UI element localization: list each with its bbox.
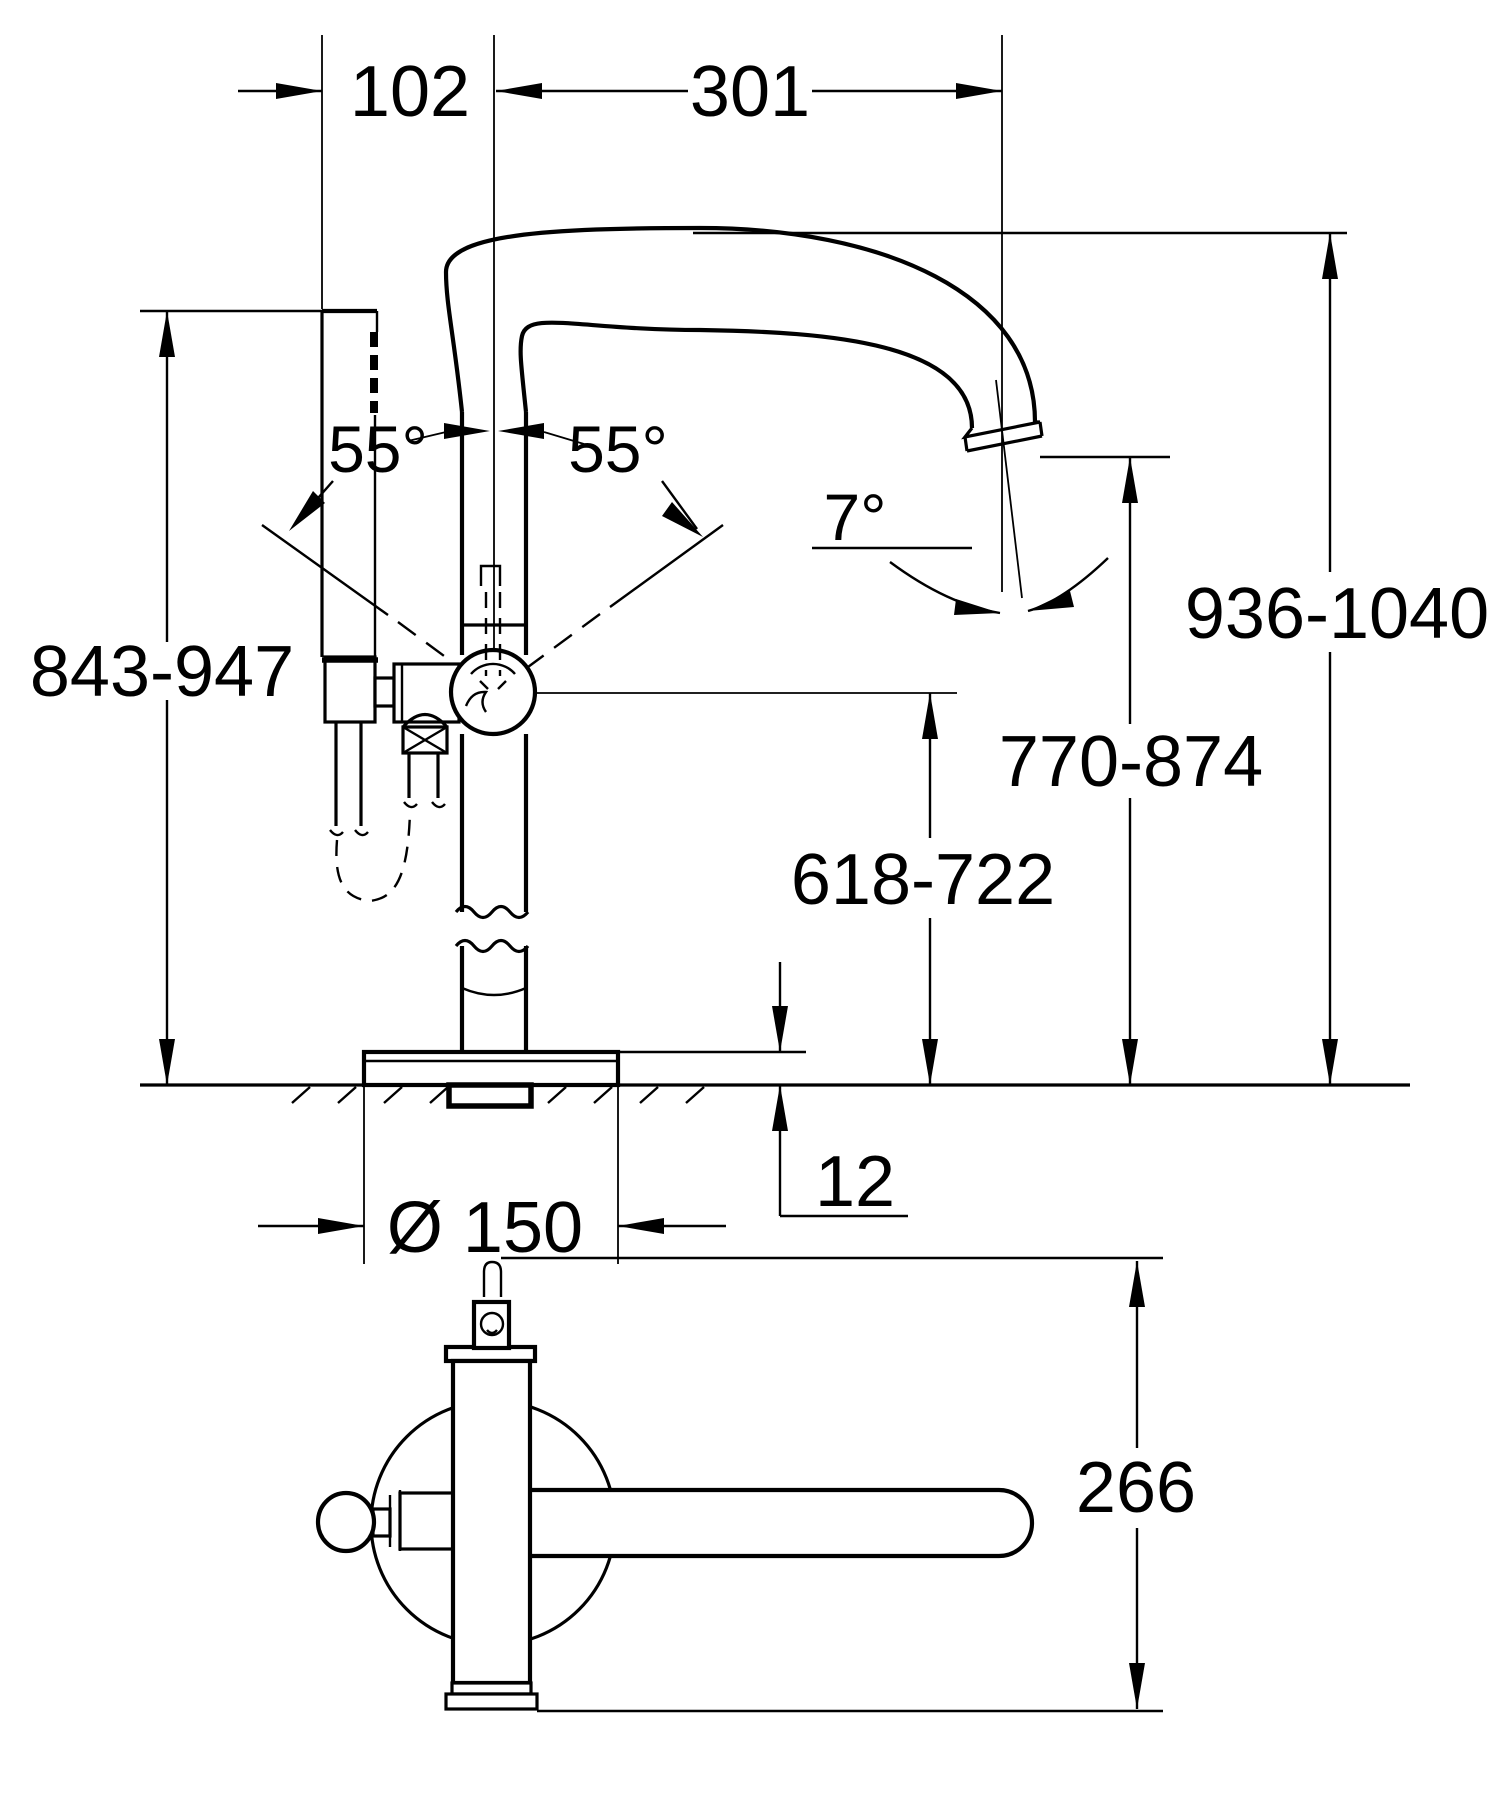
extension-lines xyxy=(140,35,1347,694)
arrowhead xyxy=(318,1218,364,1234)
arrowhead xyxy=(1122,1039,1138,1085)
dim-618-722-label: 618-722 xyxy=(791,840,1055,920)
dim-770-874-label: 770-874 xyxy=(999,722,1263,802)
angle-spout-label: 7° xyxy=(823,480,886,554)
arrowhead xyxy=(662,502,703,537)
body-column xyxy=(450,1358,533,1686)
lever-swing-right: 55° xyxy=(527,412,724,668)
arrowhead xyxy=(276,83,322,99)
arrowhead xyxy=(159,1039,175,1085)
arrowhead xyxy=(444,423,490,439)
dim-266: 266 xyxy=(501,1256,1196,1713)
arrowhead xyxy=(1129,1663,1145,1709)
dim-266-label: 266 xyxy=(1076,1448,1196,1528)
lever-swing-left: 55° xyxy=(261,412,460,668)
diverter-knob xyxy=(315,1490,377,1554)
arrowhead xyxy=(954,599,1000,615)
dim-301: 301 xyxy=(496,52,1002,132)
dim-843-947: 843-947 xyxy=(30,311,294,1085)
angle-indicator-center xyxy=(407,423,585,445)
swivel-column xyxy=(459,412,529,655)
arrowhead xyxy=(496,83,542,99)
dim-base-thickness: 12 xyxy=(618,962,908,1222)
ground-line xyxy=(140,1083,1410,1104)
dim-936-1040-label: 936-1040 xyxy=(1185,574,1489,654)
lever-handle xyxy=(455,1487,1035,1559)
dim-301-label: 301 xyxy=(690,52,810,132)
swivel-joint xyxy=(448,647,538,737)
dim-936-1040: 936-1040 xyxy=(1185,233,1489,1085)
dim-102-label: 102 xyxy=(350,52,470,132)
arrowhead xyxy=(956,83,1002,99)
base-plate xyxy=(361,1049,621,1109)
dim-843-947-label: 843-947 xyxy=(30,632,294,712)
dim-770-874: 770-874 xyxy=(999,457,1263,1085)
valve-body xyxy=(392,662,461,809)
angle-spout-annotation: 7° xyxy=(812,379,1109,615)
dim-base-diameter: Ø 150 xyxy=(258,1087,726,1268)
body-ring-1 xyxy=(450,1681,533,1696)
riser-pipe xyxy=(454,734,530,1052)
spout-outline xyxy=(443,225,1044,453)
arrowhead xyxy=(1322,233,1338,279)
hand-shower xyxy=(320,308,412,903)
arrowhead xyxy=(772,1085,788,1131)
arrowhead xyxy=(1122,457,1138,503)
arrowhead xyxy=(498,423,544,439)
shower-holder xyxy=(323,655,377,724)
arrowhead xyxy=(1322,1039,1338,1085)
ground-hatch xyxy=(291,1086,705,1104)
dim-618-722: 618-722 xyxy=(791,693,1055,1085)
arrowhead xyxy=(922,693,938,739)
pin-tip xyxy=(482,1260,503,1297)
top-view: 266 xyxy=(315,1256,1196,1713)
dim-base-thickness-label: 12 xyxy=(815,1142,895,1222)
arrowhead xyxy=(289,491,325,531)
holder-nub xyxy=(373,676,396,708)
arrowhead xyxy=(772,1006,788,1052)
arrowhead xyxy=(922,1039,938,1085)
dim-102: 102 xyxy=(238,52,470,132)
arrowhead xyxy=(1028,591,1074,611)
angle-right-label: 55° xyxy=(568,412,668,486)
arrowhead xyxy=(159,311,175,357)
lever-upright-dashed xyxy=(479,564,502,676)
arrowhead xyxy=(618,1218,664,1234)
body-ring-2 xyxy=(444,1692,539,1711)
angle-left-label: 55° xyxy=(328,412,428,486)
side-view: 102 301 7° xyxy=(30,35,1489,1268)
dim-base-diameter-label: Ø 150 xyxy=(387,1188,583,1268)
arrowhead xyxy=(1129,1261,1145,1307)
